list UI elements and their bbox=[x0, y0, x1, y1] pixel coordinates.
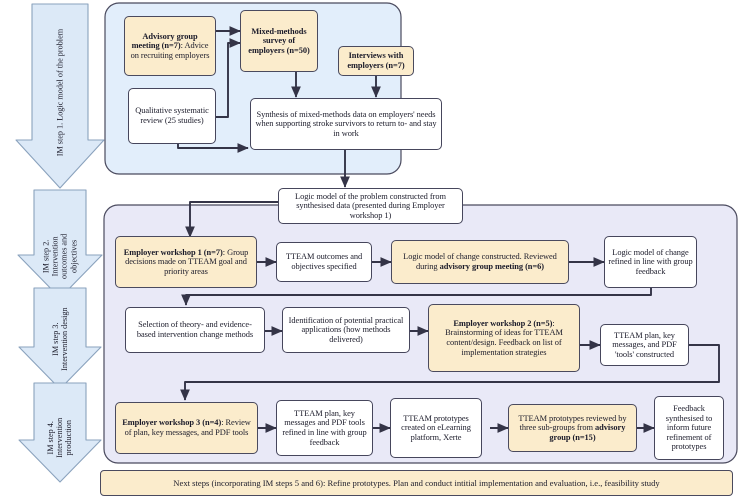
node-qualitative-systematic-review[interactable]: Qualitative systematic review (25 studie… bbox=[128, 88, 216, 144]
arrow-logicmodel-to-workshop1 bbox=[185, 201, 278, 238]
node-employer-workshop-1[interactable]: Employer workshop 1 (n=7): Group decisio… bbox=[115, 236, 257, 288]
node-mixed-methods-survey[interactable]: Mixed-methods survey of employers (n=50) bbox=[240, 10, 318, 72]
node-identification-practical-applications[interactable]: Identification of potential practical ap… bbox=[282, 307, 410, 353]
node-ttream-prototypes-reviewed[interactable]: TTEAM prototypes reviewed by three sub-g… bbox=[508, 404, 637, 452]
node-employer-workshop-3[interactable]: Employer workshop 3 (n=4): Review of pla… bbox=[115, 402, 258, 454]
step-arrow-2 bbox=[17, 189, 103, 299]
node-employer-workshop-2[interactable]: Employer workshop 2 (n=5): Brainstorming… bbox=[428, 304, 580, 372]
step-arrow-4 bbox=[18, 382, 102, 483]
node-feedback-synthesised[interactable]: Feedback synthesised to inform future re… bbox=[654, 396, 724, 460]
node-logic-model-change-refined[interactable]: Logic model of change refined in line wi… bbox=[604, 236, 697, 288]
node-ttream-prototypes-created[interactable]: TTEAM prototypes created on eLearning pl… bbox=[390, 398, 482, 458]
arrow-review-to-synthesis bbox=[177, 143, 249, 153]
node-advisory-group-meeting[interactable]: Advisory group meeting (n=7): Advice on … bbox=[124, 16, 216, 76]
arrow-review-to-survey bbox=[216, 38, 241, 118]
node-logic-model-problem[interactable]: Logic model of the problem constructed f… bbox=[278, 188, 463, 224]
step-arrow-1 bbox=[15, 3, 105, 189]
node-ttream-plan-refined[interactable]: TTEAM plan, key messages and PDF tools r… bbox=[276, 400, 373, 456]
node-ttream-plan-tools-constructed[interactable]: TTEAM plan, key messages, and PDF 'tools… bbox=[600, 324, 689, 366]
node-interviews-with-employers[interactable]: Interviews with employers (n=7) bbox=[338, 46, 414, 76]
node-selection-change-methods[interactable]: Selection of theory- and evidence-based … bbox=[125, 307, 265, 353]
step-arrow-3 bbox=[18, 287, 102, 390]
arrow-tools-to-workshop3 bbox=[180, 344, 720, 401]
next-steps-bar[interactable]: Next steps (incorporating IM steps 5 and… bbox=[100, 470, 733, 496]
arrow-refined-to-selection bbox=[181, 288, 652, 306]
node-logic-model-change-constructed[interactable]: Logic model of change constructed. Revie… bbox=[391, 240, 569, 284]
node-ttream-outcomes-objectives[interactable]: TTEAM outcomes and objectives specified bbox=[276, 242, 372, 282]
node-synthesis-mixed-methods[interactable]: Synthesis of mixed-methods data on emplo… bbox=[250, 98, 442, 150]
next-steps-text: Next steps (incorporating IM steps 5 and… bbox=[173, 478, 660, 488]
